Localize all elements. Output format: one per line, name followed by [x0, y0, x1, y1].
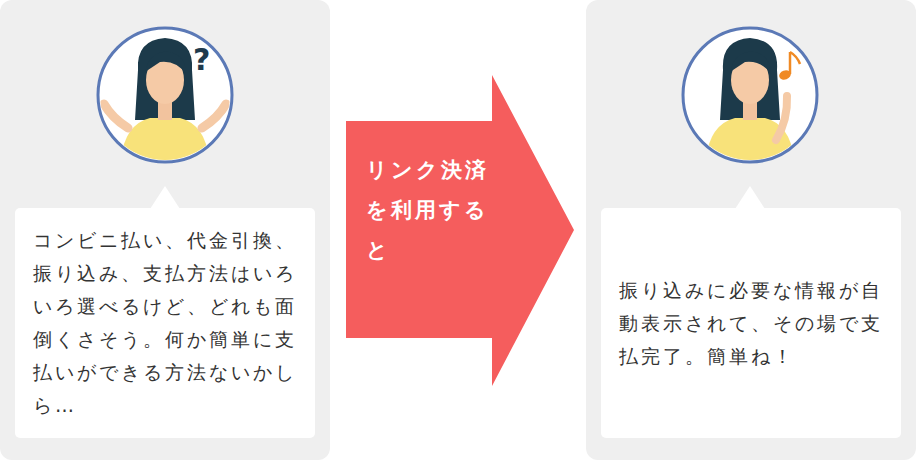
bubble-pointer [735, 186, 765, 209]
confused-woman [98, 28, 232, 168]
node-text: コンビニ払い、代金引換、振り込み、支払方法はいろいろ選べるけど、どれも面倒くさそ… [33, 224, 297, 422]
node-text: リンク決済を利用すると [366, 150, 500, 270]
node-text: 振り込みに必要な情報が自動表示されて、その場で支払完了。簡単ね！ [619, 274, 883, 373]
music-note [778, 52, 800, 81]
question-mark: ? [193, 42, 210, 77]
happy-woman [683, 28, 817, 168]
speech-bubble: 振り込みに必要な情報が自動表示されて、その場で支払完了。簡単ね！ [601, 208, 901, 438]
big-arrow [346, 75, 574, 386]
bubble-pointer [150, 186, 180, 209]
left-panel [0, 0, 330, 460]
arrow-label-box: リンク決済を利用すると [366, 150, 500, 300]
speech-bubble: コンビニ払い、代金引換、振り込み、支払方法はいろいろ選べるけど、どれも面倒くさそ… [15, 208, 315, 438]
right-panel [586, 0, 916, 460]
